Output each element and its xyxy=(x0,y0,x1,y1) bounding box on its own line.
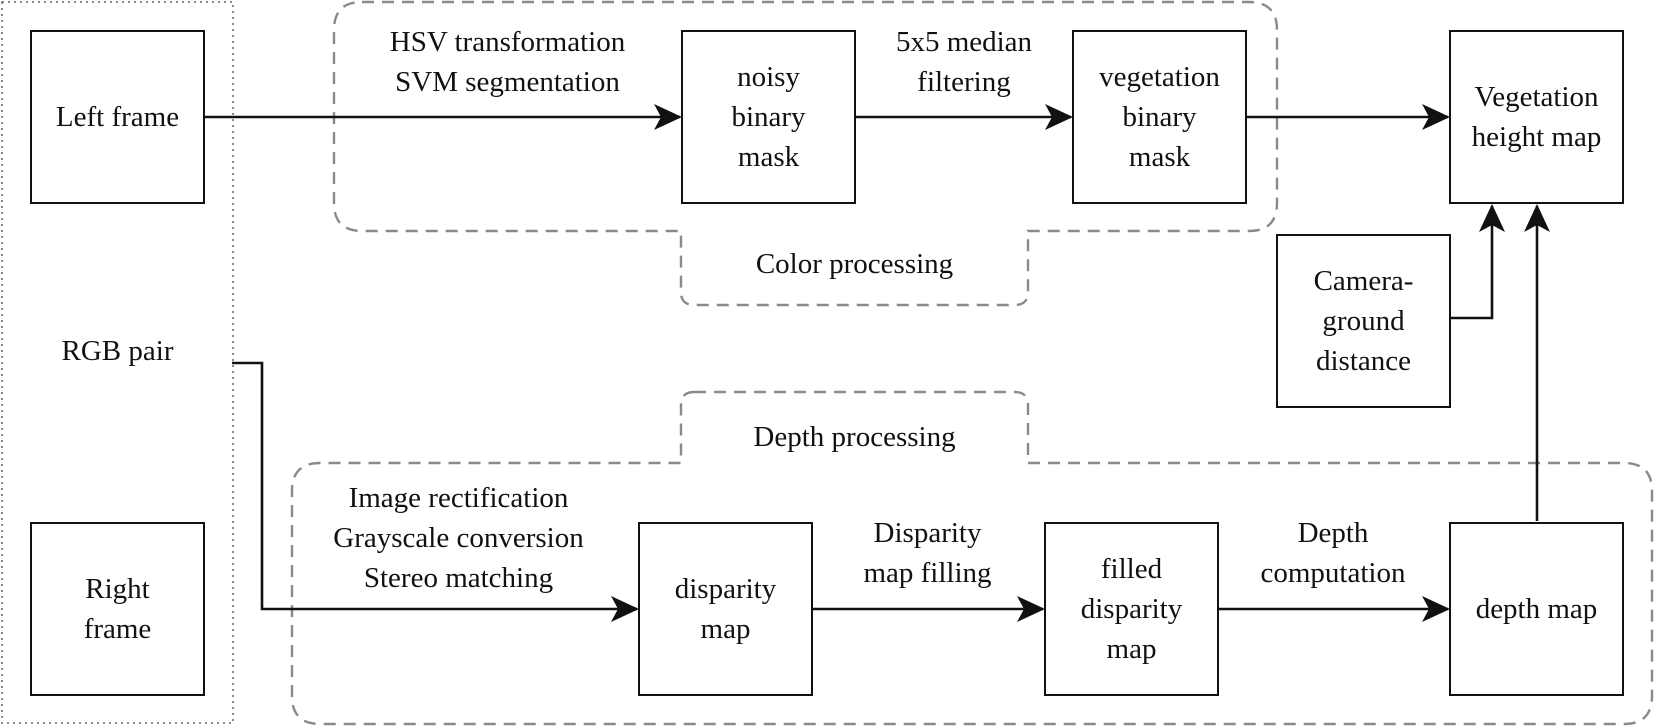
depth-map-label: depth map xyxy=(1475,593,1598,625)
veg-mask-line2: binary xyxy=(1122,101,1197,133)
disparity-filling-line2: map filling xyxy=(863,557,992,589)
vegetation-binary-mask-node: vegetation binary mask xyxy=(1072,30,1247,204)
median-line1: 5x5 median xyxy=(895,26,1033,58)
camera-line2: ground xyxy=(1322,305,1405,337)
filled-line1: filled xyxy=(1100,553,1163,585)
vegetation-height-map-node: Vegetation height map xyxy=(1449,30,1624,204)
hsv-transformation-text: HSV transformation xyxy=(389,26,626,58)
height-map-line2: height map xyxy=(1471,121,1602,153)
depth-processing-group xyxy=(290,390,1654,726)
image-rectification-text: Image rectification xyxy=(348,482,569,514)
depth-processing-title: Depth processing xyxy=(753,421,956,453)
color-processing-title: Color processing xyxy=(755,248,954,280)
depth-steps-label: Image rectification Grayscale conversion… xyxy=(296,478,621,598)
noisy-mask-line2: binary xyxy=(731,101,806,133)
disparity-line2: map xyxy=(700,613,751,645)
color-steps-label: HSV transformation SVM segmentation xyxy=(345,22,670,102)
depth-computation-line2: computation xyxy=(1260,557,1406,589)
camera-line3: distance xyxy=(1315,345,1411,377)
noisy-mask-line3: mask xyxy=(737,141,800,173)
right-frame-label-line2: frame xyxy=(83,613,152,645)
svm-segmentation-text: SVM segmentation xyxy=(395,66,620,98)
depth-map-node: depth map xyxy=(1449,522,1624,696)
camera-ground-distance-node: Camera- ground distance xyxy=(1276,234,1451,408)
grayscale-conversion-text: Grayscale conversion xyxy=(333,522,584,554)
right-frame-label-line1: Right xyxy=(85,573,150,605)
stereo-matching-text: Stereo matching xyxy=(363,562,554,594)
median-filtering-label: 5x5 median filtering xyxy=(858,22,1070,102)
filled-line2: disparity xyxy=(1080,593,1183,625)
veg-mask-line3: mask xyxy=(1128,141,1191,173)
rgb-pair-title: RGB pair xyxy=(61,335,174,367)
disparity-line1: disparity xyxy=(674,573,777,605)
disparity-filling-label: Disparity map filling xyxy=(820,513,1035,593)
disparity-map-node: disparity map xyxy=(638,522,813,696)
edge-camera-to-height xyxy=(1451,204,1505,320)
noisy-mask-line1: noisy xyxy=(737,61,800,93)
veg-mask-line1: vegetation xyxy=(1099,61,1220,93)
color-processing-group xyxy=(332,0,1279,307)
rgb-pair-container xyxy=(1,1,234,724)
right-frame-node: Right frame xyxy=(30,522,205,696)
noisy-binary-mask-node: noisy binary mask xyxy=(681,30,856,204)
edge-rgb-to-disparity xyxy=(232,361,639,622)
filled-disparity-map-node: filled disparity map xyxy=(1044,522,1219,696)
disparity-filling-line1: Disparity xyxy=(873,517,982,549)
camera-line1: Camera- xyxy=(1313,265,1414,297)
depth-computation-line1: Depth xyxy=(1297,517,1369,549)
depth-computation-label: Depth computation xyxy=(1228,513,1438,593)
left-frame-label: Left frame xyxy=(55,101,180,133)
left-frame-node: Left frame xyxy=(30,30,205,204)
height-map-line1: Vegetation xyxy=(1474,81,1599,113)
filled-line3: map xyxy=(1106,633,1157,665)
median-line2: filtering xyxy=(917,66,1011,98)
